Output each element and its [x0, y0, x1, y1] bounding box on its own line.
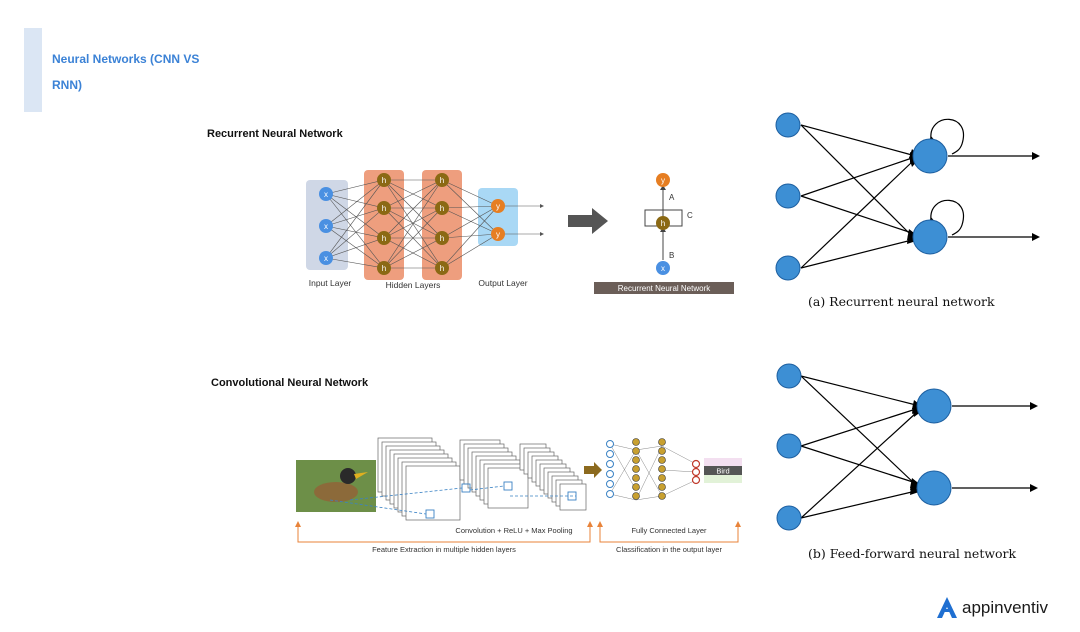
- hidden-node-label: h: [382, 234, 386, 243]
- feature-extraction-label: Feature Extraction in multiple hidden la…: [372, 545, 516, 554]
- cnn-pipeline-diagram: Bird Convolution + ReLU + Max Pooling Fu…: [295, 437, 742, 554]
- fc-hidden-nodes: [632, 438, 666, 500]
- receptive-field-lines: [329, 485, 576, 515]
- input-nodes: [319, 187, 333, 265]
- connection-lines: [325, 179, 540, 269]
- hidden-node-label: h: [382, 204, 386, 213]
- fc-output-nodes: [691, 459, 701, 485]
- cell-input-label: x: [661, 264, 665, 273]
- hidden-nodes: [377, 173, 449, 275]
- classification-bracket-arrow-right: [735, 521, 741, 527]
- input-node-label: x: [324, 190, 328, 199]
- output-layer-bg: [478, 188, 518, 246]
- output-arrow-head-2: [540, 232, 544, 236]
- feedforward-edges: [800, 375, 1030, 519]
- hidden-node-label: h: [440, 176, 444, 185]
- bird-photo-head: [340, 468, 356, 484]
- feature-bracket: [297, 524, 591, 543]
- feedforward-nodes: [776, 363, 952, 531]
- hidden-node-label: h: [382, 176, 386, 185]
- cell-hidden-label: h: [661, 219, 665, 228]
- hidden-node-label: h: [440, 204, 444, 213]
- sidebar-accent-bar: [24, 28, 42, 112]
- fully-connected-label: Fully Connected Layer: [631, 526, 707, 535]
- cell-output-label: y: [661, 176, 665, 185]
- edge-label-a: A: [669, 193, 675, 202]
- classification-label: Classification in the output layer: [616, 545, 722, 554]
- diagram-b-caption: (b) Feed-forward neural network: [808, 546, 1017, 561]
- rnn-banner-label: Recurrent Neural Network: [618, 284, 711, 293]
- output-arrow-head: [660, 185, 666, 190]
- class-swatch-1: [704, 458, 742, 466]
- feature-bracket-arrow-left: [295, 521, 301, 527]
- hidden-node-label: h: [382, 264, 386, 273]
- conv-stack-2: [459, 439, 529, 509]
- class-bird-bg: [704, 466, 742, 475]
- edge-label-b: B: [669, 251, 674, 260]
- recurrent-network-diagram: [775, 112, 1040, 281]
- class-bird-label: Bird: [716, 467, 729, 476]
- to-fc-arrow-icon: [584, 462, 602, 478]
- hidden-node-label: h: [440, 234, 444, 243]
- receptive-field-boxes: [425, 481, 577, 519]
- output-node-label: y: [496, 230, 500, 239]
- classification-bracket-arrow-left: [597, 521, 603, 527]
- input-layer-label: Input Layer: [309, 278, 352, 288]
- output-arrow-head-1: [540, 204, 544, 208]
- conv-stack-3: [519, 443, 587, 511]
- brand-name: appinventiv: [962, 598, 1049, 617]
- loop-label-c: C: [687, 211, 693, 220]
- classification-bracket: [599, 524, 739, 543]
- recurrent-edges: [800, 118, 1032, 269]
- conv-stack-1: [377, 437, 461, 521]
- output-layer-label: Output Layer: [478, 278, 527, 288]
- cell-output-node: [656, 173, 670, 187]
- feature-bracket-arrow-right: [587, 521, 593, 527]
- bird-photo-beak: [354, 472, 368, 479]
- cnn-section-title: Convolutional Neural Network: [211, 377, 369, 389]
- cell-hidden-node: [656, 216, 670, 230]
- rnn-banner-bg: [594, 282, 734, 294]
- fc-connections: [609, 443, 697, 501]
- right-arrow-icon: [568, 208, 608, 234]
- appinventiv-logo-icon: [937, 597, 957, 618]
- cell-input-node: [656, 261, 670, 275]
- fc-input-nodes: [606, 440, 614, 498]
- output-nodes: [491, 199, 505, 241]
- output-node-label: y: [496, 202, 500, 211]
- conv-relu-pool-label: Convolution + ReLU + Max Pooling: [455, 526, 572, 535]
- rnn-cell-diagram: y h x A B C Recurrent Neural Network: [594, 173, 734, 294]
- diagram-a-caption: (a) Recurrent neural network: [808, 294, 995, 309]
- rnn-layered-diagram: x x x h h h h h h h h y y Input Layer Hi…: [306, 170, 544, 290]
- hidden-node-label: h: [440, 264, 444, 273]
- recurrent-nodes: [775, 112, 948, 281]
- page-title: Neural Networks (CNN VS RNN): [52, 52, 200, 92]
- input-node-label: x: [324, 254, 328, 263]
- rnn-section-title: Recurrent Neural Network: [207, 128, 343, 140]
- input-node-label: x: [324, 222, 328, 231]
- feedforward-network-diagram: [776, 363, 1038, 531]
- brand-logo: appinventiv: [936, 596, 1048, 620]
- hidden-layers-label: Hidden Layers: [386, 280, 441, 290]
- bird-photo-branch: [314, 482, 358, 502]
- class-swatch-3: [704, 475, 742, 483]
